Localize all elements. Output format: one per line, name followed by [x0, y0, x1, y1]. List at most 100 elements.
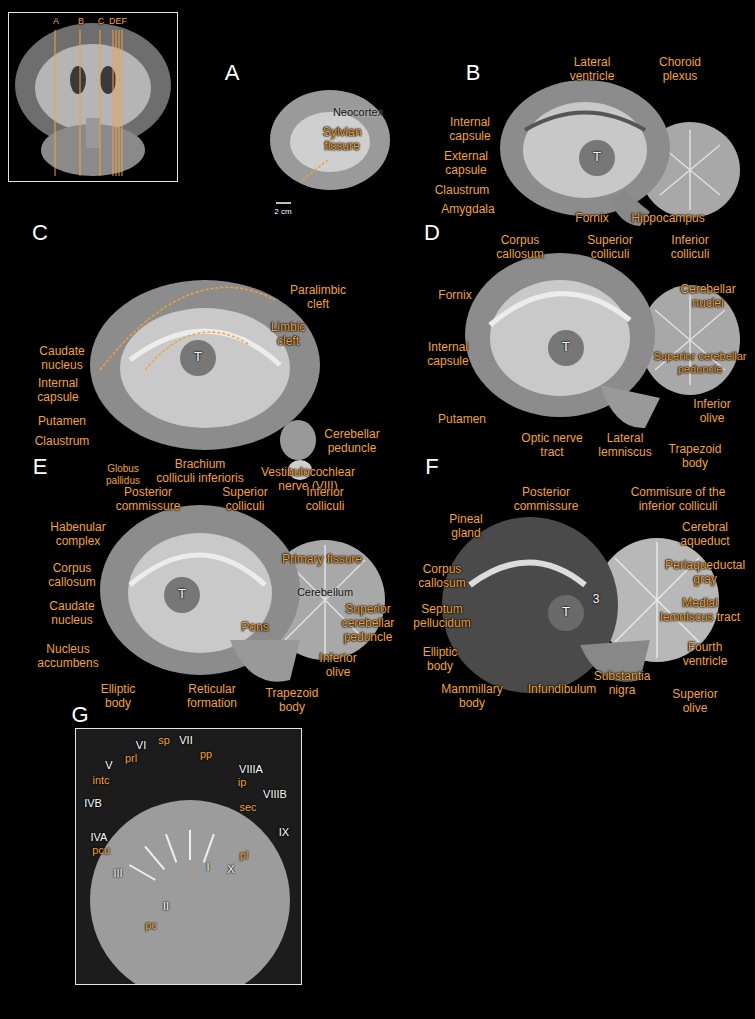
fissure-label: pc	[145, 919, 157, 931]
slice-marker: A	[53, 17, 59, 27]
structure-label: Superior cerebellar peduncle	[650, 350, 750, 375]
structure-label: Habenular complex	[43, 521, 113, 549]
panel-letter: A	[212, 60, 252, 85]
structure-label: Infundibulum	[522, 683, 602, 697]
structure-label: Commisure of the inferior colliculi	[618, 486, 738, 514]
structure-label: Amygdala	[428, 203, 508, 217]
structure-label: Choroid plexus	[650, 56, 710, 84]
lobule-label: VIIIA	[239, 763, 263, 775]
structure-label: Cerebellar nuclei	[676, 283, 741, 311]
fissure-label: pcu	[92, 844, 110, 856]
structure-label: Corpus callosum	[411, 563, 473, 591]
lobule-label: X	[227, 863, 234, 875]
panel-letter: C	[20, 220, 60, 245]
structure-label: Sylvian fissure	[315, 126, 370, 154]
fissure-label: intc	[92, 774, 109, 786]
structure-label: Globus pallidus	[96, 463, 151, 486]
structure-label: Nucleus accumbens	[36, 643, 101, 671]
cerebellum-detail	[76, 729, 301, 984]
structure-label: Internal capsule	[27, 377, 89, 405]
inset-image	[15, 23, 171, 176]
structure-label: Caudate nucleus	[41, 600, 103, 628]
structure-label: Superior olive	[665, 688, 725, 716]
structure-label: Substantia nigra	[590, 670, 655, 698]
structure-label: Inferior olive	[682, 398, 742, 426]
structure-label: Posterior commissure	[108, 486, 188, 514]
structure-label: Cerebellum	[285, 586, 365, 599]
structure-label: Superior cerebellar peduncle	[333, 603, 403, 644]
marker-label: T	[172, 587, 192, 602]
marker-label: T	[556, 340, 576, 355]
structure-label: Pons	[230, 621, 280, 635]
lobule-label: IVB	[84, 797, 102, 809]
structure-label: Fourth ventricle	[673, 641, 738, 669]
structure-label: Trapezoid body	[261, 687, 323, 715]
lobule-label: II	[163, 900, 169, 912]
structure-label: Corpus callosum	[41, 562, 103, 590]
panel-letter: D	[412, 220, 452, 245]
fissure-label: pl	[240, 849, 249, 861]
structure-label: Reticular formation	[177, 683, 247, 711]
fissure-label: sp	[158, 734, 170, 746]
structure-label: Lateral lemniscus	[593, 432, 658, 460]
structure-label: Fornix	[562, 212, 622, 226]
marker-label: T	[556, 605, 576, 620]
structure-label: Internal capsule	[417, 341, 479, 369]
structure-label: Caudate nucleus	[31, 345, 93, 373]
structure-label: Inferior colliculi	[295, 486, 355, 514]
structure-label: Periaqueductal gray	[665, 559, 745, 587]
slice-f	[442, 517, 719, 693]
structure-label: Trapezoid body	[663, 443, 728, 471]
marker-label: T	[587, 150, 607, 165]
structure-label: Putamen	[427, 413, 497, 427]
slice-marker: C	[98, 17, 105, 27]
slice-marker: B	[78, 17, 84, 27]
structure-label: Corpus callosum	[490, 234, 550, 262]
lobule-label: III	[113, 867, 122, 879]
structure-label: Cerebral aqueduct	[673, 521, 738, 549]
cerebellum-panel: spVIIVIppprlVVIIIAintcipVIIIBIVBsecIXIVA…	[75, 728, 302, 985]
marker-label: 3	[588, 593, 604, 607]
structure-label: Elliptic body	[413, 646, 468, 674]
lobule-label: IVA	[91, 831, 108, 843]
panel-letter: E	[20, 454, 60, 479]
structure-label: Brachium colliculi inferioris	[155, 458, 245, 486]
fissure-label: prl	[125, 752, 137, 764]
structure-label: Posterior commissure	[506, 486, 586, 514]
marker-label: 2 cm	[268, 207, 298, 216]
structure-label: Mammillary body	[440, 683, 505, 711]
fissure-label: sec	[239, 801, 256, 813]
inset-overview: A B C DEF	[8, 12, 178, 182]
lobule-label: IX	[279, 826, 289, 838]
slice-c	[90, 280, 320, 480]
structure-label: Cerebellar peduncle	[312, 428, 392, 456]
structure-label: Superior colliculi	[215, 486, 275, 514]
structure-label: Hippocampus	[623, 212, 713, 226]
structure-label: Septum pellucidum	[410, 603, 475, 631]
structure-label: Neocortex	[323, 106, 393, 119]
panel-letter: F	[412, 454, 452, 479]
structure-label: Inferior olive	[308, 652, 368, 680]
structure-label: Optic nerve tract	[520, 432, 585, 460]
structure-label: Medial lemniscus tract	[654, 597, 746, 625]
marker-label: T	[188, 350, 208, 365]
structure-label: Fornix	[425, 289, 485, 303]
panel-letter: B	[453, 60, 493, 85]
slice-marker: DEF	[109, 17, 127, 27]
lobule-label: VI	[136, 739, 146, 751]
structure-label: Internal capsule	[440, 116, 500, 144]
fissure-label: ip	[238, 776, 247, 788]
structure-label: External capsule	[435, 150, 497, 178]
structure-label: Inferior colliculi	[660, 234, 720, 262]
slice-e	[100, 505, 385, 682]
structure-label: Limbic cleft	[263, 321, 313, 349]
lobule-label: I	[206, 861, 209, 873]
structure-label: Pineal gland	[439, 513, 494, 541]
structure-label: Putamen	[27, 415, 97, 429]
panel-letter: G	[60, 702, 100, 727]
lobule-label: V	[105, 759, 112, 771]
slice-b	[500, 80, 740, 226]
fissure-label: pp	[200, 748, 212, 760]
structure-label: Primary fissure	[272, 553, 372, 567]
structure-label: Elliptic body	[91, 683, 146, 711]
